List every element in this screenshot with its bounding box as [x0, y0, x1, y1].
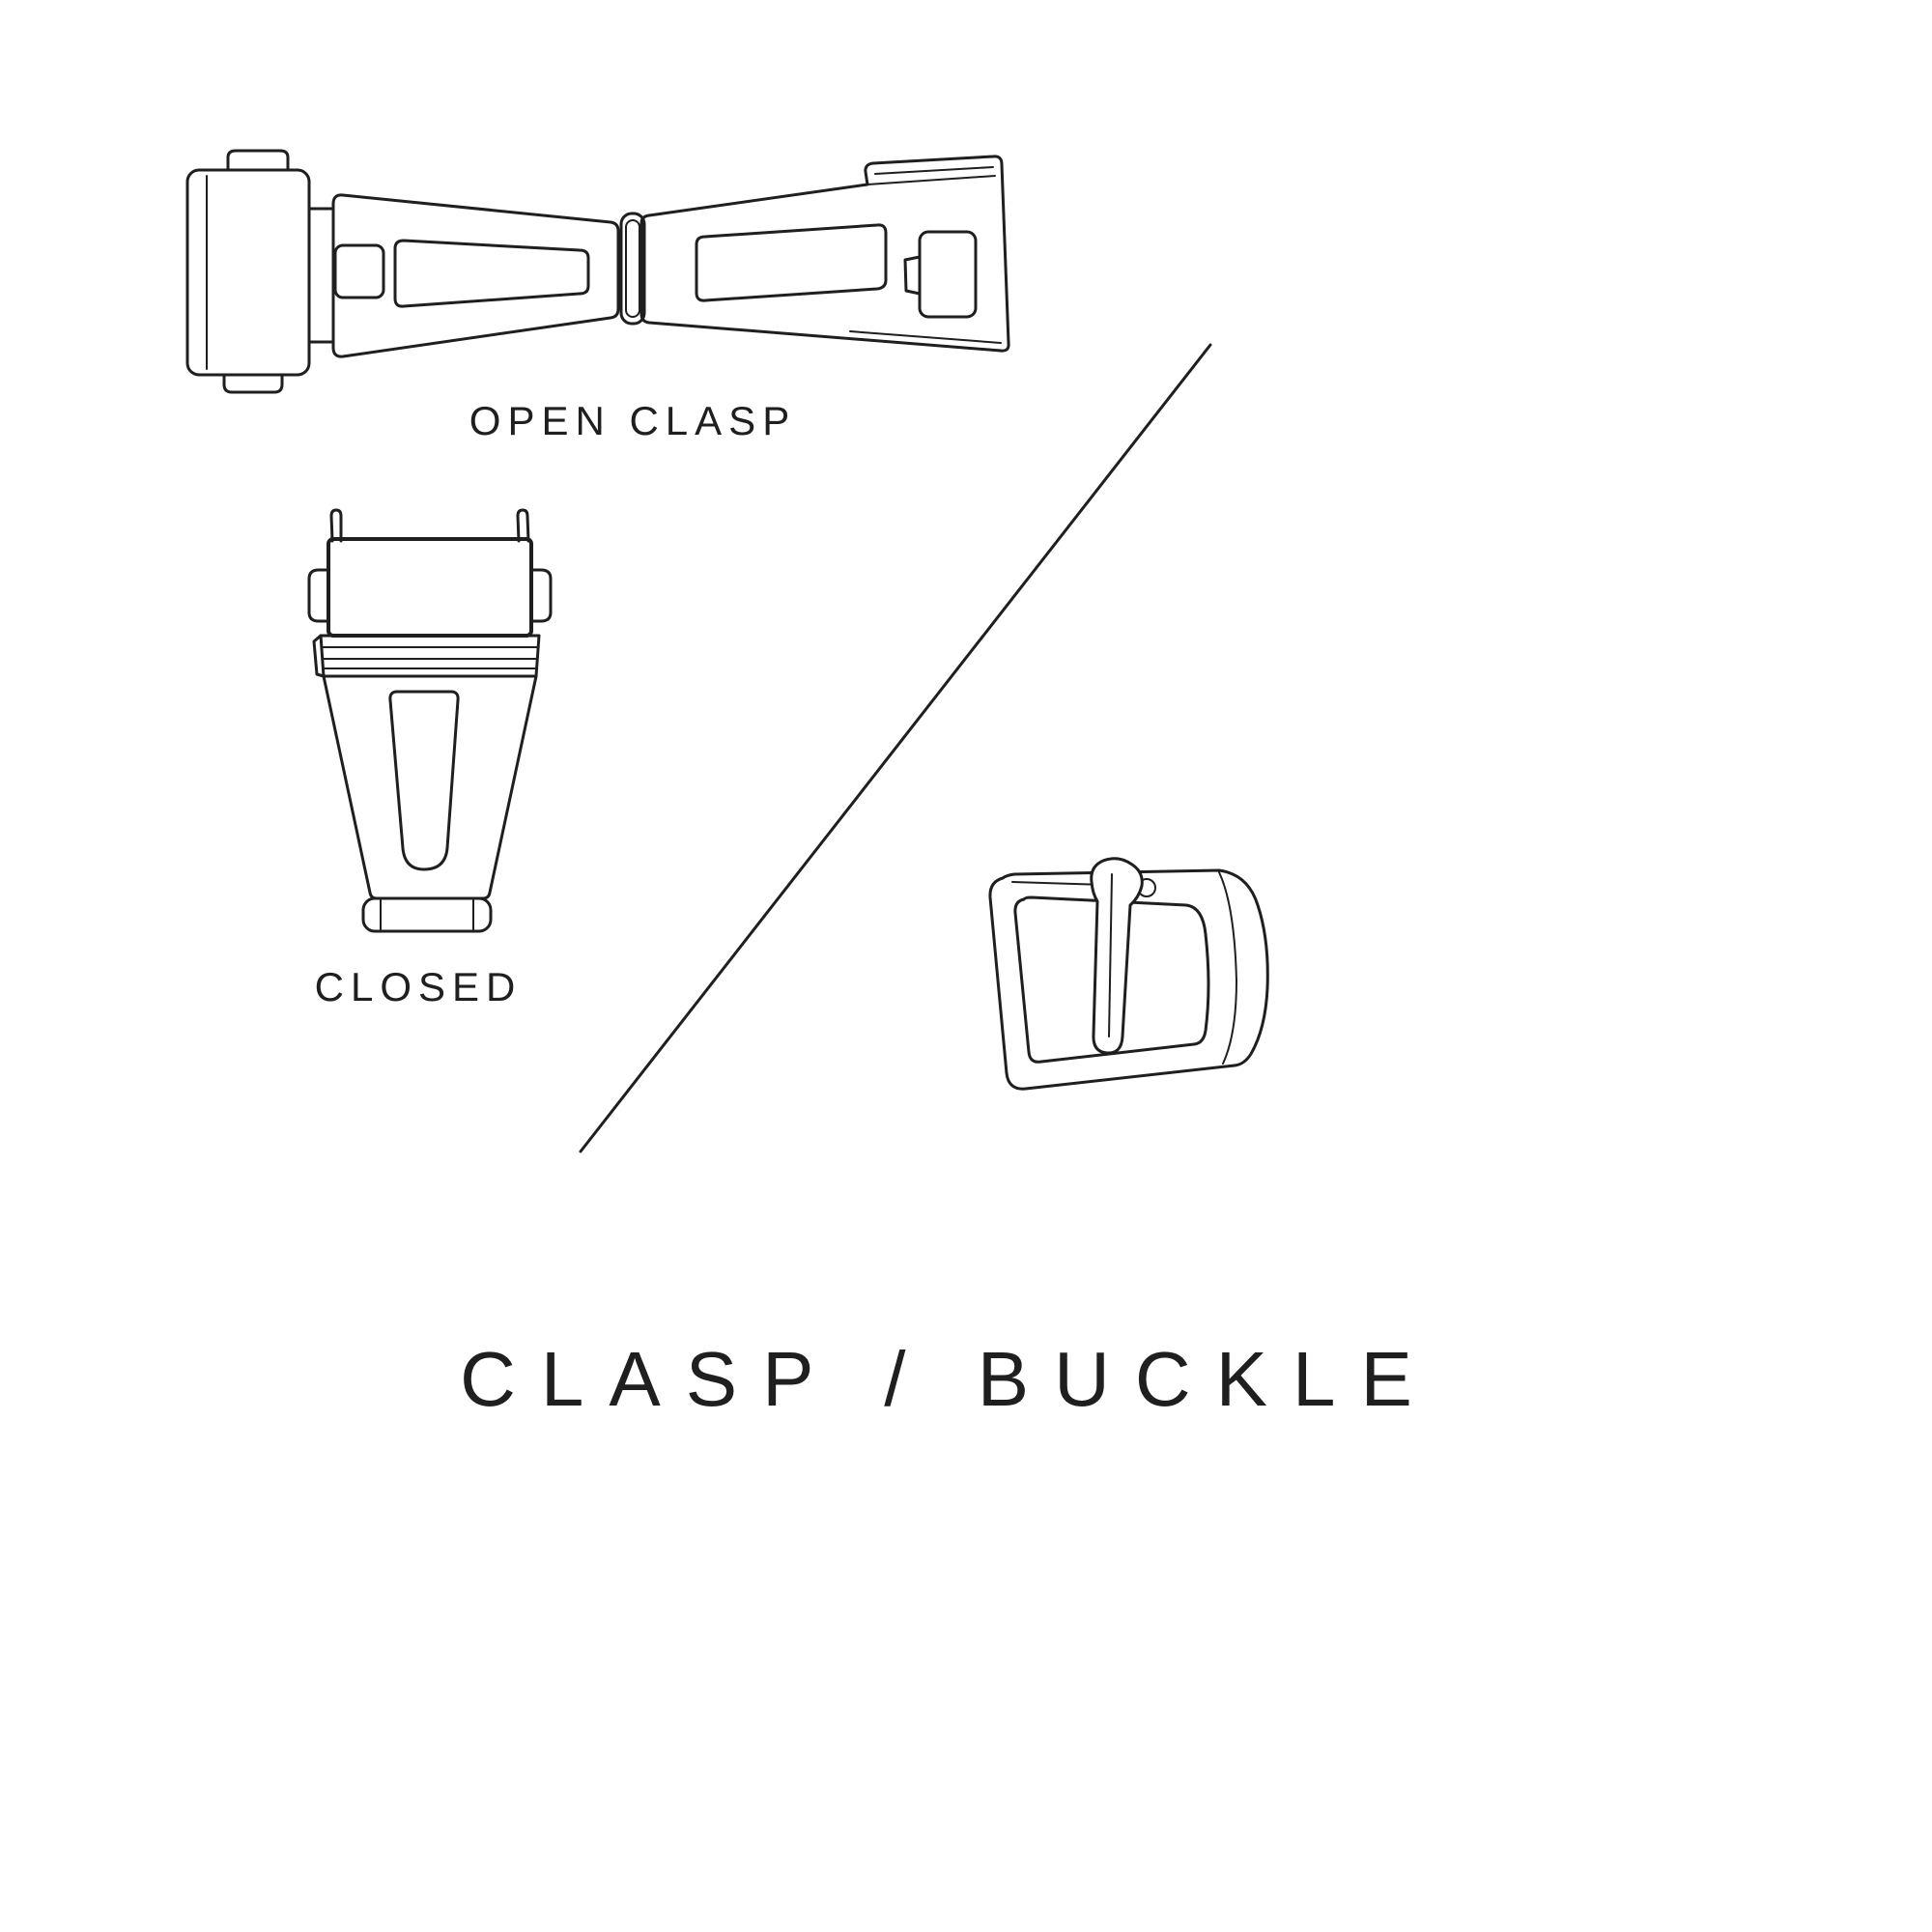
open-clasp-left-blade	[307, 193, 620, 358]
open-clasp-end-cap	[185, 149, 311, 394]
closed-clasp-bottom-cap	[361, 896, 493, 933]
open-clasp-label: OPEN CLASP	[469, 398, 797, 443]
closed-clasp-ears	[307, 568, 553, 623]
buckle-drawing	[988, 857, 1269, 1091]
page-title: CLASP / BUCKLE	[460, 1336, 1437, 1422]
buckle-figure	[956, 845, 1294, 1116]
open-clasp-figure	[174, 145, 1024, 396]
buckle-frame	[988, 868, 1269, 1091]
open-clasp-right-blade	[639, 155, 1010, 353]
open-clasp-hinge	[619, 212, 646, 326]
closed-clasp-label: CLOSED	[314, 964, 523, 1009]
closed-clasp-drawing	[307, 508, 553, 933]
closed-clasp-figure	[299, 502, 560, 942]
buckle-pin	[1090, 857, 1144, 1055]
closed-clasp-prongs	[329, 508, 530, 543]
open-clasp-drawing	[185, 149, 1010, 394]
